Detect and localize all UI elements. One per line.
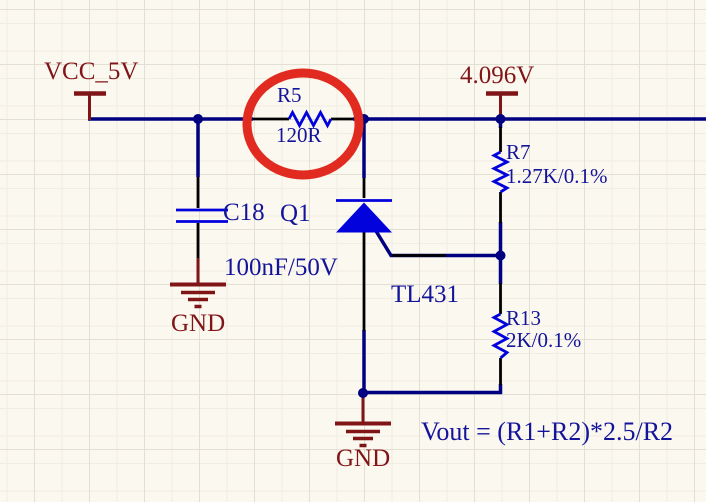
- wire-net-vcc-rail[interactable]: [88, 117, 253, 177]
- component-pins: [196, 117, 502, 385]
- wire-ref-divider[interactable]: [374, 222, 503, 284]
- value-q1-tl431[interactable]: TL431: [391, 281, 460, 308]
- value-r7[interactable]: 1.27K/0.1%: [506, 164, 608, 188]
- resistor-r13-symbol[interactable]: [491, 312, 510, 360]
- net-label-gnd-bottom[interactable]: GND: [336, 445, 391, 472]
- capacitor-c18-symbol[interactable]: [176, 208, 228, 223]
- power-port-vcc[interactable]: [74, 91, 106, 121]
- net-label-vcc[interactable]: VCC_5V: [44, 58, 139, 85]
- designator-r13[interactable]: R13: [506, 306, 542, 330]
- net-label-4v096[interactable]: 4.096V: [460, 62, 535, 89]
- tl431-anode-triangle: [336, 202, 392, 233]
- designator-q1[interactable]: Q1: [280, 200, 311, 227]
- vout-formula-text: Vout = (R1+R2)*2.5/R2: [421, 417, 674, 446]
- net-label-gnd-top[interactable]: GND: [171, 310, 226, 337]
- designator-r7[interactable]: R7: [506, 140, 531, 164]
- designator-c18[interactable]: C18: [223, 199, 265, 226]
- resistor-r7-symbol[interactable]: [490, 150, 511, 194]
- gnd-port-bottom[interactable]: [335, 393, 391, 448]
- wire-anode-gnd[interactable]: [361, 330, 503, 395]
- value-c18[interactable]: 100nF/50V: [224, 254, 338, 281]
- designator-r5[interactable]: R5: [277, 83, 302, 107]
- resistor-r5-symbol[interactable]: [287, 109, 333, 129]
- highlight-circle-annotation[interactable]: [242, 68, 364, 180]
- value-r13[interactable]: 2K/0.1%: [506, 328, 582, 352]
- tl431-q1-symbol[interactable]: [336, 199, 392, 233]
- value-r5[interactable]: 120R: [276, 123, 322, 147]
- gnd-port-top[interactable]: [170, 258, 226, 309]
